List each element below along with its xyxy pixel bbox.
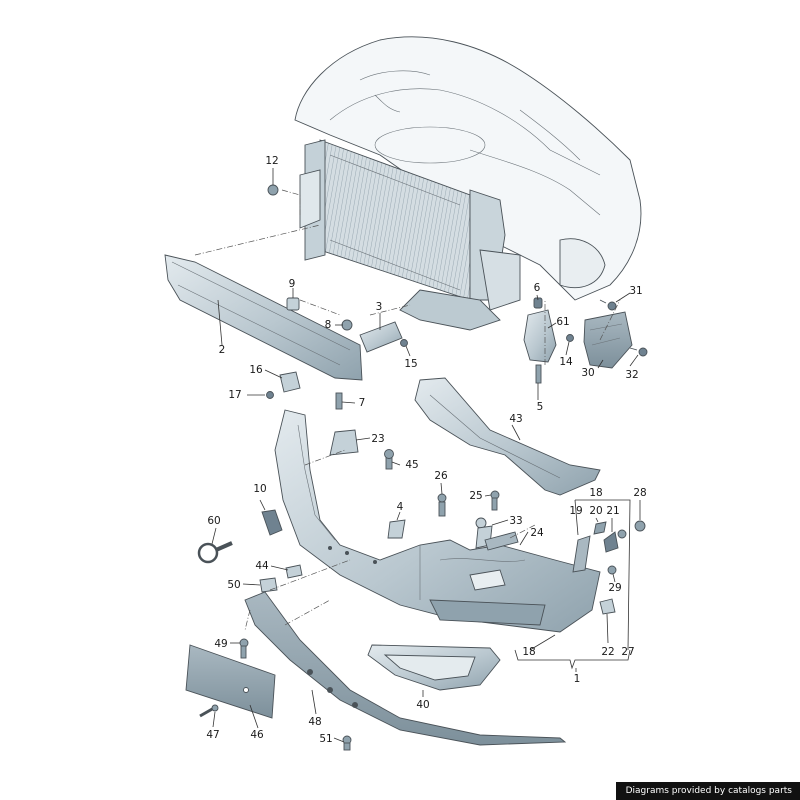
callout-label: 21 xyxy=(606,505,619,517)
callout-label: 1 xyxy=(574,673,581,685)
callout-label: 27 xyxy=(621,646,634,658)
callout-labels: 1 2 3 4 5 6 7 8 9 10 12 14 15 16 17 18 1… xyxy=(206,155,646,745)
callout-label: 50 xyxy=(227,579,240,591)
callout-label: 33 xyxy=(509,515,522,527)
right-side-fasteners xyxy=(387,490,646,615)
callout-label: 61 xyxy=(556,316,569,328)
callout-label: 19 xyxy=(569,505,582,517)
callout-label: 48 xyxy=(308,716,321,728)
guide-bracket-30 xyxy=(583,299,648,369)
callout-label: 51 xyxy=(319,733,332,745)
license-plate-bracket xyxy=(185,644,352,751)
callout-label: 2 xyxy=(219,344,226,356)
callout-label: 44 xyxy=(255,560,269,572)
callout-label: 26 xyxy=(434,470,448,482)
callout-label: 18 xyxy=(589,487,602,499)
callout-label: 46 xyxy=(250,729,264,741)
callout-label: 45 xyxy=(405,459,418,471)
vehicle-front-body xyxy=(294,36,642,301)
lower-grille-40 xyxy=(367,644,501,691)
callout-label: 20 xyxy=(589,505,602,517)
callout-label: 23 xyxy=(371,433,384,445)
callout-label: 4 xyxy=(397,501,404,513)
callout-label: 10 xyxy=(253,483,266,495)
callout-label: 29 xyxy=(608,582,621,594)
bumper-impact-bar xyxy=(164,254,363,381)
callout-label: 24 xyxy=(530,527,544,539)
credit-banner: Diagrams provided by catalogs parts xyxy=(615,782,800,800)
callout-label: 6 xyxy=(534,282,541,294)
callout-label: 22 xyxy=(601,646,614,658)
callout-label: 15 xyxy=(404,358,417,370)
callout-label: 28 xyxy=(633,487,646,499)
callout-label: 30 xyxy=(581,367,594,379)
callout-label: 25 xyxy=(469,490,482,502)
spoiler-lip xyxy=(244,591,567,746)
air-duct-cover-43 xyxy=(414,377,601,496)
callout-leader-lines xyxy=(211,168,641,743)
bumper-cover xyxy=(274,409,601,633)
callout-label: 12 xyxy=(265,155,278,167)
assembly-dashed-lines xyxy=(194,189,621,631)
callout-label: 7 xyxy=(359,397,366,409)
callout-label: 47 xyxy=(206,729,219,741)
callout-label: 16 xyxy=(249,364,263,376)
callout-label: 40 xyxy=(416,699,429,711)
callout-label: 18 xyxy=(522,646,535,658)
small-fasteners xyxy=(266,184,408,470)
callout-label: 8 xyxy=(325,319,332,331)
callout-label: 5 xyxy=(537,401,544,413)
left-side-parts xyxy=(197,509,303,659)
radiator-carrier xyxy=(299,139,521,331)
callout-label: 49 xyxy=(214,638,227,650)
callout-label: 3 xyxy=(376,301,383,313)
callout-label: 9 xyxy=(289,278,296,290)
mount-bracket-61 xyxy=(523,297,574,384)
callout-label: 31 xyxy=(629,285,642,297)
callout-label: 17 xyxy=(228,389,241,401)
callout-label: 32 xyxy=(625,369,638,381)
callout-label: 60 xyxy=(207,515,220,527)
callout-label: 43 xyxy=(509,413,522,425)
callout-label: 14 xyxy=(559,356,573,368)
